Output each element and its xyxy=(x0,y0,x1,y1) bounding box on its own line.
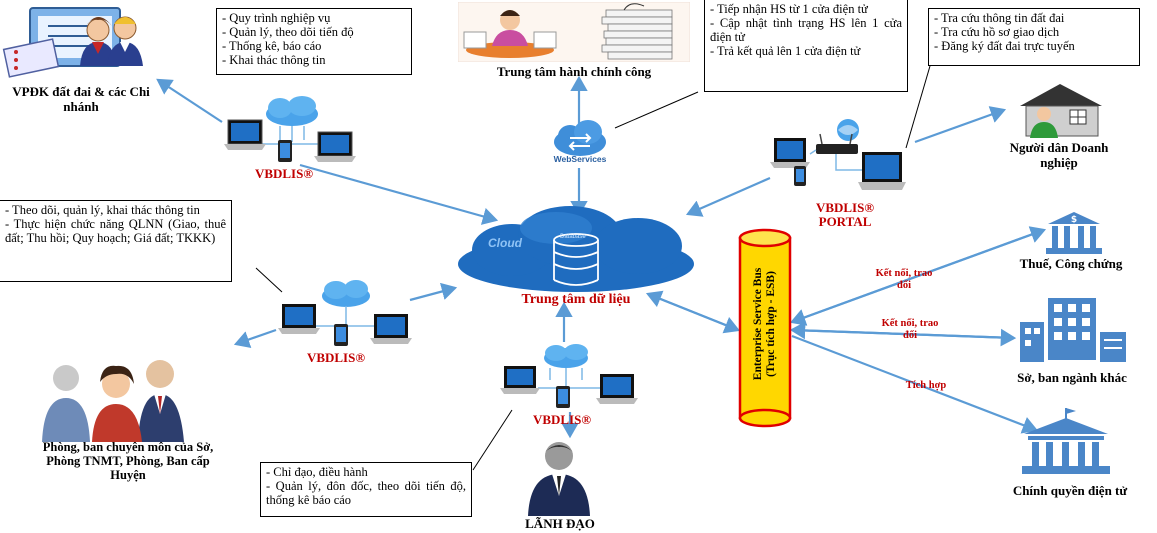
hcc-task-3: - Trả kết quả lên 1 cửa điện tử xyxy=(710,44,861,58)
portal-task-2: - Tra cứu hồ sơ giao dịch xyxy=(934,25,1060,39)
qlnn-task-1: - Theo dõi, quản lý, khai thác thông tin xyxy=(5,203,200,217)
arrow-esb-to-datacenter xyxy=(645,290,739,332)
egov-building-icon xyxy=(1022,408,1110,474)
portal-task-3: - Đăng ký đất đai trực tuyến xyxy=(934,39,1075,53)
hcc-task-2: - Cập nhật tình trạng HS lên 1 cửa điện … xyxy=(710,16,902,44)
leader-tasks-box: - Chỉ đạo, điều hành - Quản lý, đôn đốc,… xyxy=(260,462,472,517)
departments-label: Sở, ban ngành khác xyxy=(1017,370,1127,385)
arrow-vpdk-to-datacenter xyxy=(299,163,499,225)
vbdlis-label-3: VBDLIS® xyxy=(532,412,592,427)
arrow-esb-to-egov xyxy=(791,334,1039,434)
vbdlis-label-2: VBDLIS® xyxy=(306,350,366,365)
callout-qlnn xyxy=(255,267,283,293)
database-word: Database xyxy=(560,234,586,240)
vbdlis-network-cluster-3 xyxy=(500,344,638,408)
qlnn-task-2: - Thực hiện chức năng QLNN (Giao, thuê đ… xyxy=(5,217,226,245)
departments-building-icon xyxy=(1020,298,1126,362)
integrate-label: Tích hợp xyxy=(905,380,947,391)
tax-label: Thuế, Công chứng xyxy=(1019,256,1123,271)
units-label: Phòng, ban chuyên môn của Sở, Phòng TNMT… xyxy=(42,440,214,482)
hcc-task-1: - Tiếp nhận HS từ 1 cửa điện tử xyxy=(710,2,868,16)
vbdlis-portal-label-2: PORTAL xyxy=(818,214,872,229)
hcc-officer-icon xyxy=(458,2,690,62)
callout-portal xyxy=(905,65,931,149)
leader-icon xyxy=(528,442,590,516)
vpdk-label: VPĐK đất đai & các Chi nhánh xyxy=(12,84,150,114)
vpdk-task-3: - Thống kê, báo cáo xyxy=(222,39,322,53)
webservices-cloud-icon xyxy=(554,120,606,156)
egov-label: Chính quyền điện tử xyxy=(1012,483,1128,498)
arrow-qlnn-to-datacenter xyxy=(409,282,458,302)
esb-label-line-1: Enterprise Service Bus xyxy=(752,267,764,381)
units-people-icon xyxy=(42,360,184,442)
citizen-house-icon xyxy=(1020,84,1102,138)
leader-task-2: - Quản lý, đôn đốc, theo dõi tiến độ, th… xyxy=(266,479,466,507)
vpdk-task-2: - Quản lý, theo dõi tiến độ xyxy=(222,25,354,39)
tax-building-icon: $ xyxy=(1046,212,1102,254)
vbdlis-label-1: VBDLIS® xyxy=(254,166,314,181)
vbdlis-portal-cluster xyxy=(770,119,906,190)
portal-tasks-box: - Tra cứu thông tin đất đai - Tra cứu hồ… xyxy=(928,8,1140,66)
arrow-departments-to-esb xyxy=(789,321,1015,340)
vbdlis-portal-label-1: VBDLIS® xyxy=(815,200,875,215)
arrow-to-vpdk xyxy=(156,78,223,123)
svg-text:$: $ xyxy=(1071,215,1077,225)
esb-label: Enterprise Service Bus (Trục tích hợp - … xyxy=(752,224,778,424)
vbdlis-network-cluster-2 xyxy=(278,280,412,346)
connect-label-1: Kết nối, trao đổi xyxy=(875,268,933,291)
esb-pipe-icon xyxy=(738,228,792,428)
vpdk-tasks-box: - Quy trình nghiệp vụ - Quản lý, theo dõ… xyxy=(216,8,412,75)
portal-task-1: - Tra cứu thông tin đất đai xyxy=(934,11,1065,25)
hcc-tasks-box: - Tiếp nhận HS từ 1 cửa điện tử - Cập nh… xyxy=(704,0,908,92)
data-center-cloud-icon xyxy=(458,206,694,292)
arrow-tax-to-esb xyxy=(789,228,1045,326)
arrow-qlnn-to-units xyxy=(233,328,277,348)
callout-leader xyxy=(472,409,513,471)
leader-task-1: - Chỉ đạo, điều hành xyxy=(266,465,368,479)
hcc-label: Trung tâm hành chính công xyxy=(496,64,652,79)
vbdlis-network-cluster-1 xyxy=(224,96,356,162)
cloud-word: Cloud xyxy=(488,236,522,250)
arrow-portal-to-datacenter xyxy=(685,176,771,217)
citizen-label: Người dân Doanh nghiệp xyxy=(1009,140,1109,170)
esb-label-line-2: (Trục tích hợp - ESB) xyxy=(765,271,777,377)
arrow-portal-to-citizen xyxy=(914,106,1007,144)
data-center-label: Trung tâm dữ liệu xyxy=(521,292,631,307)
callout-hcc xyxy=(614,91,699,129)
leader-label: LÃNH ĐẠO xyxy=(525,516,595,531)
webservices-label: WebServices xyxy=(553,154,607,164)
vpdk-task-1: - Quy trình nghiệp vụ xyxy=(222,11,331,25)
connect-label-2: Kết nối, trao đổi xyxy=(881,318,939,341)
vpdk-task-4: - Khai thác thông tin xyxy=(222,53,326,67)
qlnn-tasks-box: - Theo dõi, quản lý, khai thác thông tin… xyxy=(0,200,232,282)
vpdk-users-icon xyxy=(2,7,143,78)
